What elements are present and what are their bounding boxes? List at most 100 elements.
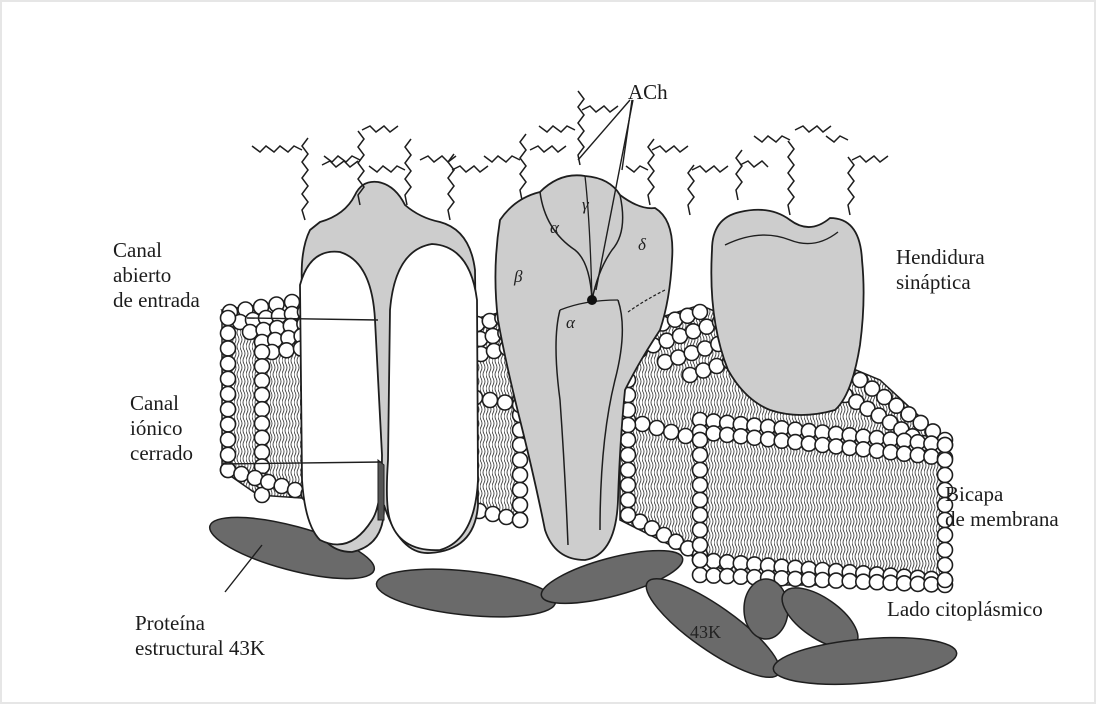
- label-hendidura: Hendidura sináptica: [896, 245, 985, 295]
- label-line: Canal: [113, 238, 200, 263]
- lipid-head: [829, 573, 844, 588]
- lipid-head: [255, 445, 270, 460]
- lipid-head: [693, 478, 708, 493]
- anchor-protein: [374, 562, 558, 625]
- lipid-head: [761, 432, 776, 447]
- lipid-head: [621, 463, 636, 478]
- lipid-head: [693, 433, 708, 448]
- lipid-head: [621, 433, 636, 448]
- lipid-head: [649, 421, 664, 436]
- lipid-head: [693, 538, 708, 553]
- lipid-head: [221, 402, 236, 417]
- lipid-head: [255, 402, 270, 417]
- lipid-head: [720, 427, 735, 442]
- label-line: sináptica: [896, 270, 985, 295]
- lipid-head: [288, 483, 303, 498]
- lipid-head: [664, 425, 679, 440]
- lipid-head: [513, 513, 528, 528]
- channel-centre-dot: [587, 295, 597, 305]
- lipid-head: [938, 558, 953, 573]
- label-43k: 43K: [690, 622, 721, 642]
- lipid-head: [774, 433, 789, 448]
- lipid-head: [499, 510, 514, 525]
- lipid-head: [255, 345, 270, 360]
- lipid-head: [801, 572, 816, 587]
- lipid-head: [869, 575, 884, 590]
- lipid-head: [924, 449, 939, 464]
- lipid-head: [938, 543, 953, 558]
- lipid-head: [693, 463, 708, 478]
- lipid-head: [483, 393, 498, 408]
- lipid-head: [255, 416, 270, 431]
- lipid-head: [788, 435, 803, 450]
- label-line: Hendidura: [896, 245, 985, 270]
- lipid-head: [621, 493, 636, 508]
- label-line: de entrada: [113, 288, 200, 313]
- label-proteina: Proteína estructural 43K: [135, 611, 265, 661]
- lipid-head: [279, 343, 294, 358]
- open-channel-receptor: [300, 182, 478, 553]
- lipid-head: [733, 569, 748, 584]
- lipid-head: [221, 387, 236, 402]
- lipid-head: [234, 467, 249, 482]
- lipid-head: [635, 417, 650, 432]
- subunit-beta: β: [513, 267, 523, 286]
- lipid-head: [221, 311, 236, 326]
- lipid-head: [221, 417, 236, 432]
- label-ach: ACh: [628, 80, 668, 105]
- label-canal-abierto: Canal abierto de entrada: [113, 238, 200, 313]
- lipid-head: [255, 387, 270, 402]
- lipid-head: [938, 453, 953, 468]
- lipid-head: [693, 508, 708, 523]
- lipid-head: [513, 483, 528, 498]
- lipid-head: [498, 395, 513, 410]
- label-line: de membrana: [945, 507, 1059, 532]
- label-line: abierto: [113, 263, 200, 288]
- label-line: Lado citoplásmico: [887, 597, 1043, 622]
- lipid-head: [869, 443, 884, 458]
- lipid-head: [513, 468, 528, 483]
- lipid-head: [621, 478, 636, 493]
- lipid-head: [221, 356, 236, 371]
- label-line: ACh: [628, 80, 668, 105]
- subunit-delta: δ: [638, 235, 647, 254]
- lipid-head: [693, 523, 708, 538]
- pore-left-lobe: [300, 252, 382, 545]
- leader-ach-1: [578, 100, 630, 160]
- lipid-head: [720, 569, 735, 584]
- label-line: estructural 43K: [135, 636, 265, 661]
- lipid-head: [815, 573, 830, 588]
- lipid-head: [255, 359, 270, 374]
- lipid-head: [910, 576, 925, 591]
- lipid-head: [706, 554, 721, 569]
- lipid-head: [693, 448, 708, 463]
- lipid-head: [693, 553, 708, 568]
- lipid-head: [678, 429, 693, 444]
- lipid-head: [720, 555, 735, 570]
- lipid-head: [621, 508, 636, 523]
- label-line: iónico: [130, 416, 193, 441]
- anchor-protein: [771, 631, 958, 691]
- subunit-alpha-top: α: [550, 218, 560, 237]
- lipid-head: [842, 574, 857, 589]
- lipid-head: [747, 430, 762, 445]
- lipid-head: [221, 341, 236, 356]
- lipid-head: [513, 498, 528, 513]
- lipid-head: [693, 568, 708, 583]
- label-bicapa: Bicapa de membrana: [945, 482, 1059, 532]
- lipid-head: [621, 448, 636, 463]
- lipid-head: [788, 571, 803, 586]
- lipid-head: [801, 436, 816, 451]
- lipid-head: [883, 575, 898, 590]
- lipid-head: [856, 442, 871, 457]
- lipid-head: [733, 429, 748, 444]
- label-line: Proteína: [135, 611, 265, 636]
- lipid-head: [255, 430, 270, 445]
- lipid-head: [693, 493, 708, 508]
- lipid-head: [910, 448, 925, 463]
- lipid-head: [221, 326, 236, 341]
- subunit-alpha-bottom: α: [566, 313, 576, 332]
- anchor-protein: [744, 579, 788, 639]
- lipid-head: [706, 426, 721, 441]
- lipid-head: [221, 432, 236, 447]
